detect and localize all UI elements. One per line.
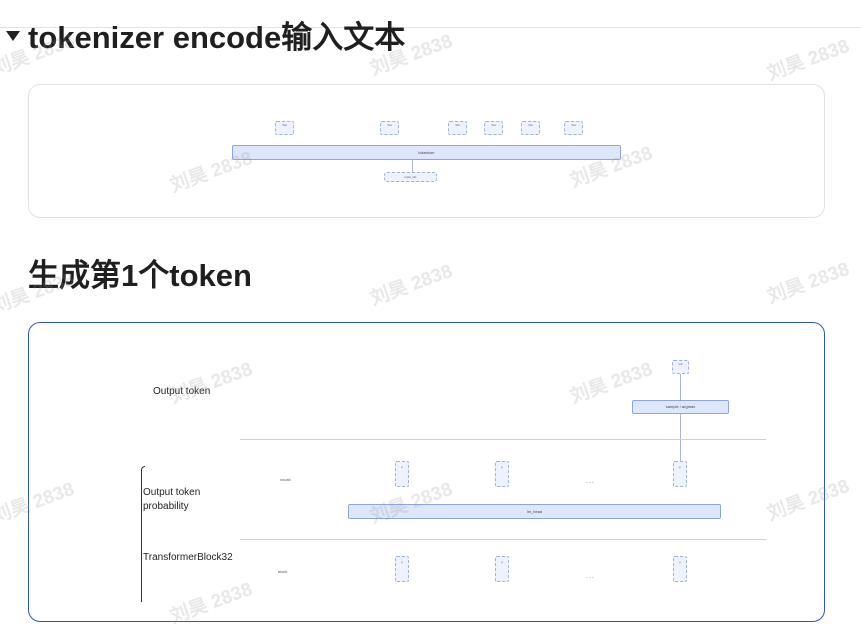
sample-box: sample / argmax	[632, 400, 729, 414]
block-cell: p	[495, 556, 509, 582]
section-heading-generate: 生成第1个token	[28, 258, 252, 293]
row-divider	[240, 439, 766, 440]
lm-head-bar: lm_head	[348, 504, 721, 519]
top-divider	[0, 27, 861, 28]
bracket-line	[141, 466, 145, 602]
output-token-box: tok	[672, 360, 689, 374]
label-output-token: Output token	[153, 386, 211, 397]
prob-cell: p	[395, 461, 409, 487]
token-box: Tok	[448, 121, 467, 135]
input-ids-pill: input_ids	[384, 172, 437, 182]
label-output-probability: Output token probability	[143, 487, 201, 512]
collapse-toggle-icon[interactable]	[6, 31, 20, 41]
diagram-card-generate	[28, 322, 825, 622]
block-cell: p	[673, 556, 687, 582]
row-divider	[240, 539, 766, 540]
connector-line	[412, 160, 413, 172]
tokenizer-bar: tokenizer	[232, 145, 621, 160]
prob-cell: p	[495, 461, 509, 487]
prob-cell: p	[673, 461, 687, 487]
token-box: Tok	[484, 121, 503, 135]
label-transformer-block: TransformerBlock32	[143, 552, 233, 563]
ellipsis: ...	[586, 573, 595, 580]
watermark: 刘昊 2838	[764, 35, 853, 85]
token-box: Tok	[380, 121, 399, 135]
watermark: 刘昊 2838	[367, 260, 456, 310]
connector-line	[680, 374, 681, 400]
token-box: Tok	[521, 121, 540, 135]
watermark: 刘昊 2838	[764, 258, 853, 308]
block-cell: p	[395, 556, 409, 582]
ellipsis: ...	[586, 478, 595, 485]
token-box: Tok	[275, 121, 294, 135]
section-heading-encode: tokenizer encode输入文本	[28, 20, 406, 55]
row-tag: vocab	[280, 477, 291, 482]
row-tag: block	[278, 569, 288, 574]
connector-line	[680, 414, 681, 462]
token-box: Tok	[564, 121, 583, 135]
